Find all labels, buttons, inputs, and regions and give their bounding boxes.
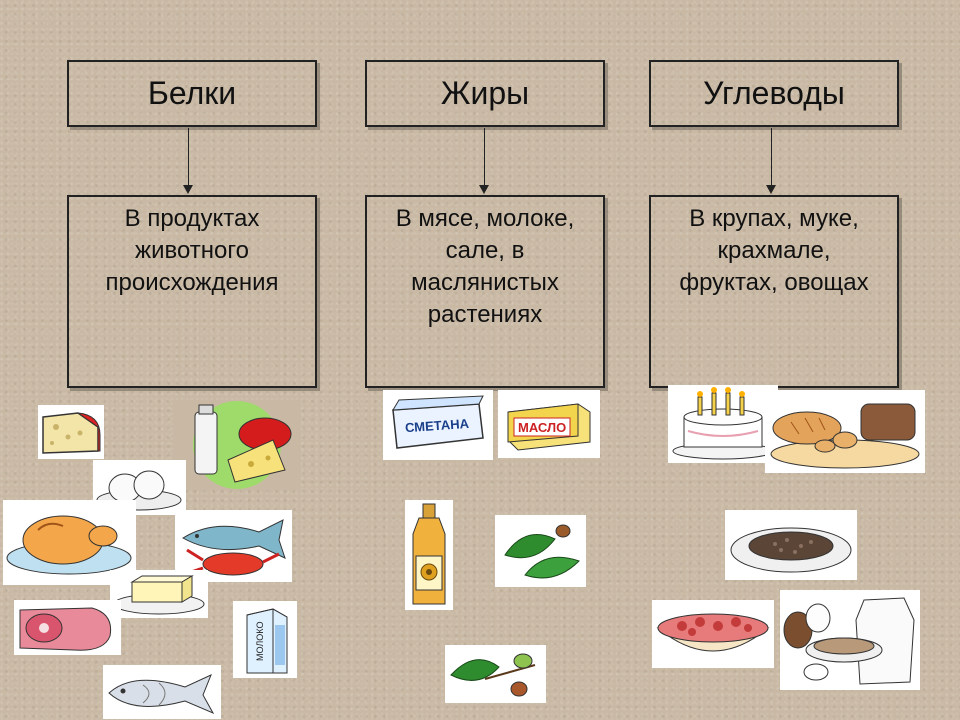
description-carbohydrates: В крупах, муке, крахмале, фруктах, овоща… — [649, 195, 899, 388]
heading-fats: Жиры — [365, 60, 605, 127]
cake-with-candles-picture — [668, 385, 778, 463]
milk-bottle-and-cheese-picture — [173, 400, 301, 490]
arrow-carbohydrates — [766, 128, 776, 194]
cheese-wedge-picture — [38, 405, 104, 459]
flour-bag-and-potatoes-picture — [780, 590, 920, 690]
milk-carton-picture: МОЛОКО — [233, 601, 297, 678]
sour-cream-label: СМЕТАНА — [405, 416, 471, 435]
cookies-bowl-picture — [652, 600, 774, 668]
nut-branch-picture — [445, 645, 546, 703]
river-fish-picture — [103, 665, 221, 719]
bread-basket-picture — [765, 390, 925, 473]
milk-carton-label: МОЛОКО — [255, 622, 265, 661]
description-fats: В мясе, молоке, сале, в маслянистых раст… — [365, 195, 605, 388]
heading-carbohydrates: Углеводы — [649, 60, 899, 127]
arrow-fats — [479, 128, 489, 194]
heading-proteins: Белки — [67, 60, 317, 127]
meat-ham-picture — [14, 600, 121, 655]
butter-pack-label: МАСЛО — [518, 420, 566, 435]
butter-pack-picture: МАСЛО — [498, 390, 600, 458]
buckwheat-porridge-picture — [725, 510, 857, 580]
butter-on-plate-picture — [110, 570, 208, 618]
arrow-proteins — [183, 128, 193, 194]
sunflower-oil-bottle-picture — [405, 500, 453, 610]
hazelnut-leaves-picture — [495, 515, 586, 587]
sour-cream-container-picture: СМЕТАНА — [383, 390, 493, 460]
description-proteins: В продуктах животного происхождения — [67, 195, 317, 388]
